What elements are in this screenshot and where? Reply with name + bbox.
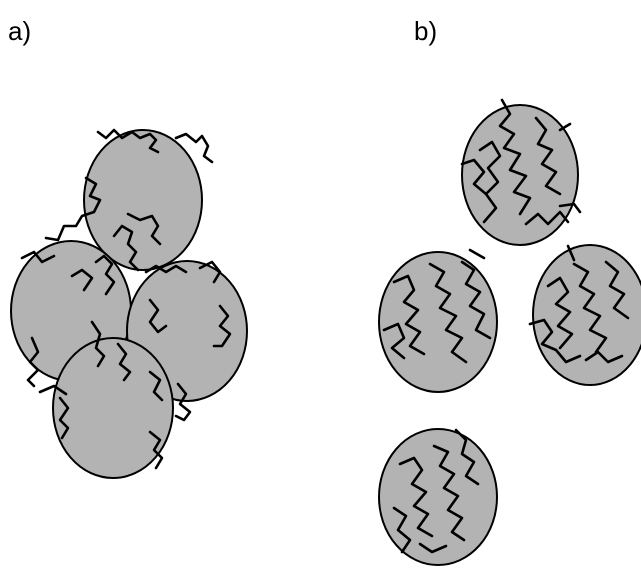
- panel-label-b: b): [414, 16, 438, 46]
- internal-chain: [398, 456, 434, 538]
- internal-chain: [418, 542, 448, 554]
- surface-chain: [94, 254, 116, 296]
- internal-chain: [460, 158, 488, 196]
- surface-chain: [38, 384, 68, 396]
- internal-chain: [524, 210, 570, 226]
- aggregated-particles-group: [10, 128, 248, 479]
- surface-chain: [148, 370, 164, 402]
- internal-chain: [534, 116, 562, 196]
- surface-chain: [44, 176, 102, 242]
- internal-chain: [428, 262, 468, 364]
- particle-b-left: [378, 251, 498, 393]
- surface-chain: [148, 298, 168, 334]
- internal-chain: [392, 274, 426, 356]
- internal-chain: [468, 248, 486, 260]
- internal-chain: [558, 122, 572, 132]
- surface-chain: [144, 264, 188, 274]
- internal-chain: [454, 428, 480, 486]
- internal-chain: [382, 322, 406, 360]
- surface-chain: [58, 396, 70, 440]
- surface-chain: [20, 250, 56, 264]
- internal-chain: [528, 318, 582, 364]
- internal-chain: [584, 350, 624, 364]
- particle-a-top: [83, 129, 203, 271]
- surface-chain: [26, 336, 40, 388]
- internal-chain: [566, 244, 576, 262]
- internal-chain: [460, 260, 492, 340]
- internal-chain: [478, 140, 502, 224]
- surface-chain: [148, 430, 164, 470]
- dispersed-particles-group: [378, 98, 641, 566]
- surface-chain: [90, 320, 106, 368]
- internal-chain: [392, 506, 412, 554]
- internal-chain: [558, 202, 582, 214]
- surface-chain: [198, 260, 222, 284]
- panel-label-a: a): [8, 16, 32, 46]
- particle-b-bottom: [378, 428, 498, 566]
- surface-chain: [112, 224, 140, 272]
- internal-chain: [546, 276, 574, 350]
- surface-chain: [212, 304, 232, 348]
- surface-chain: [174, 132, 214, 164]
- internal-chain: [572, 262, 608, 354]
- internal-chain: [604, 260, 630, 320]
- internal-chain: [432, 444, 466, 542]
- surface-chain: [70, 268, 94, 292]
- internal-chain: [498, 98, 532, 216]
- surface-chain: [126, 212, 162, 246]
- surface-chain: [96, 128, 160, 154]
- surface-chain: [116, 342, 132, 382]
- surface-chain: [174, 382, 192, 422]
- particle-a-bottom: [52, 337, 174, 479]
